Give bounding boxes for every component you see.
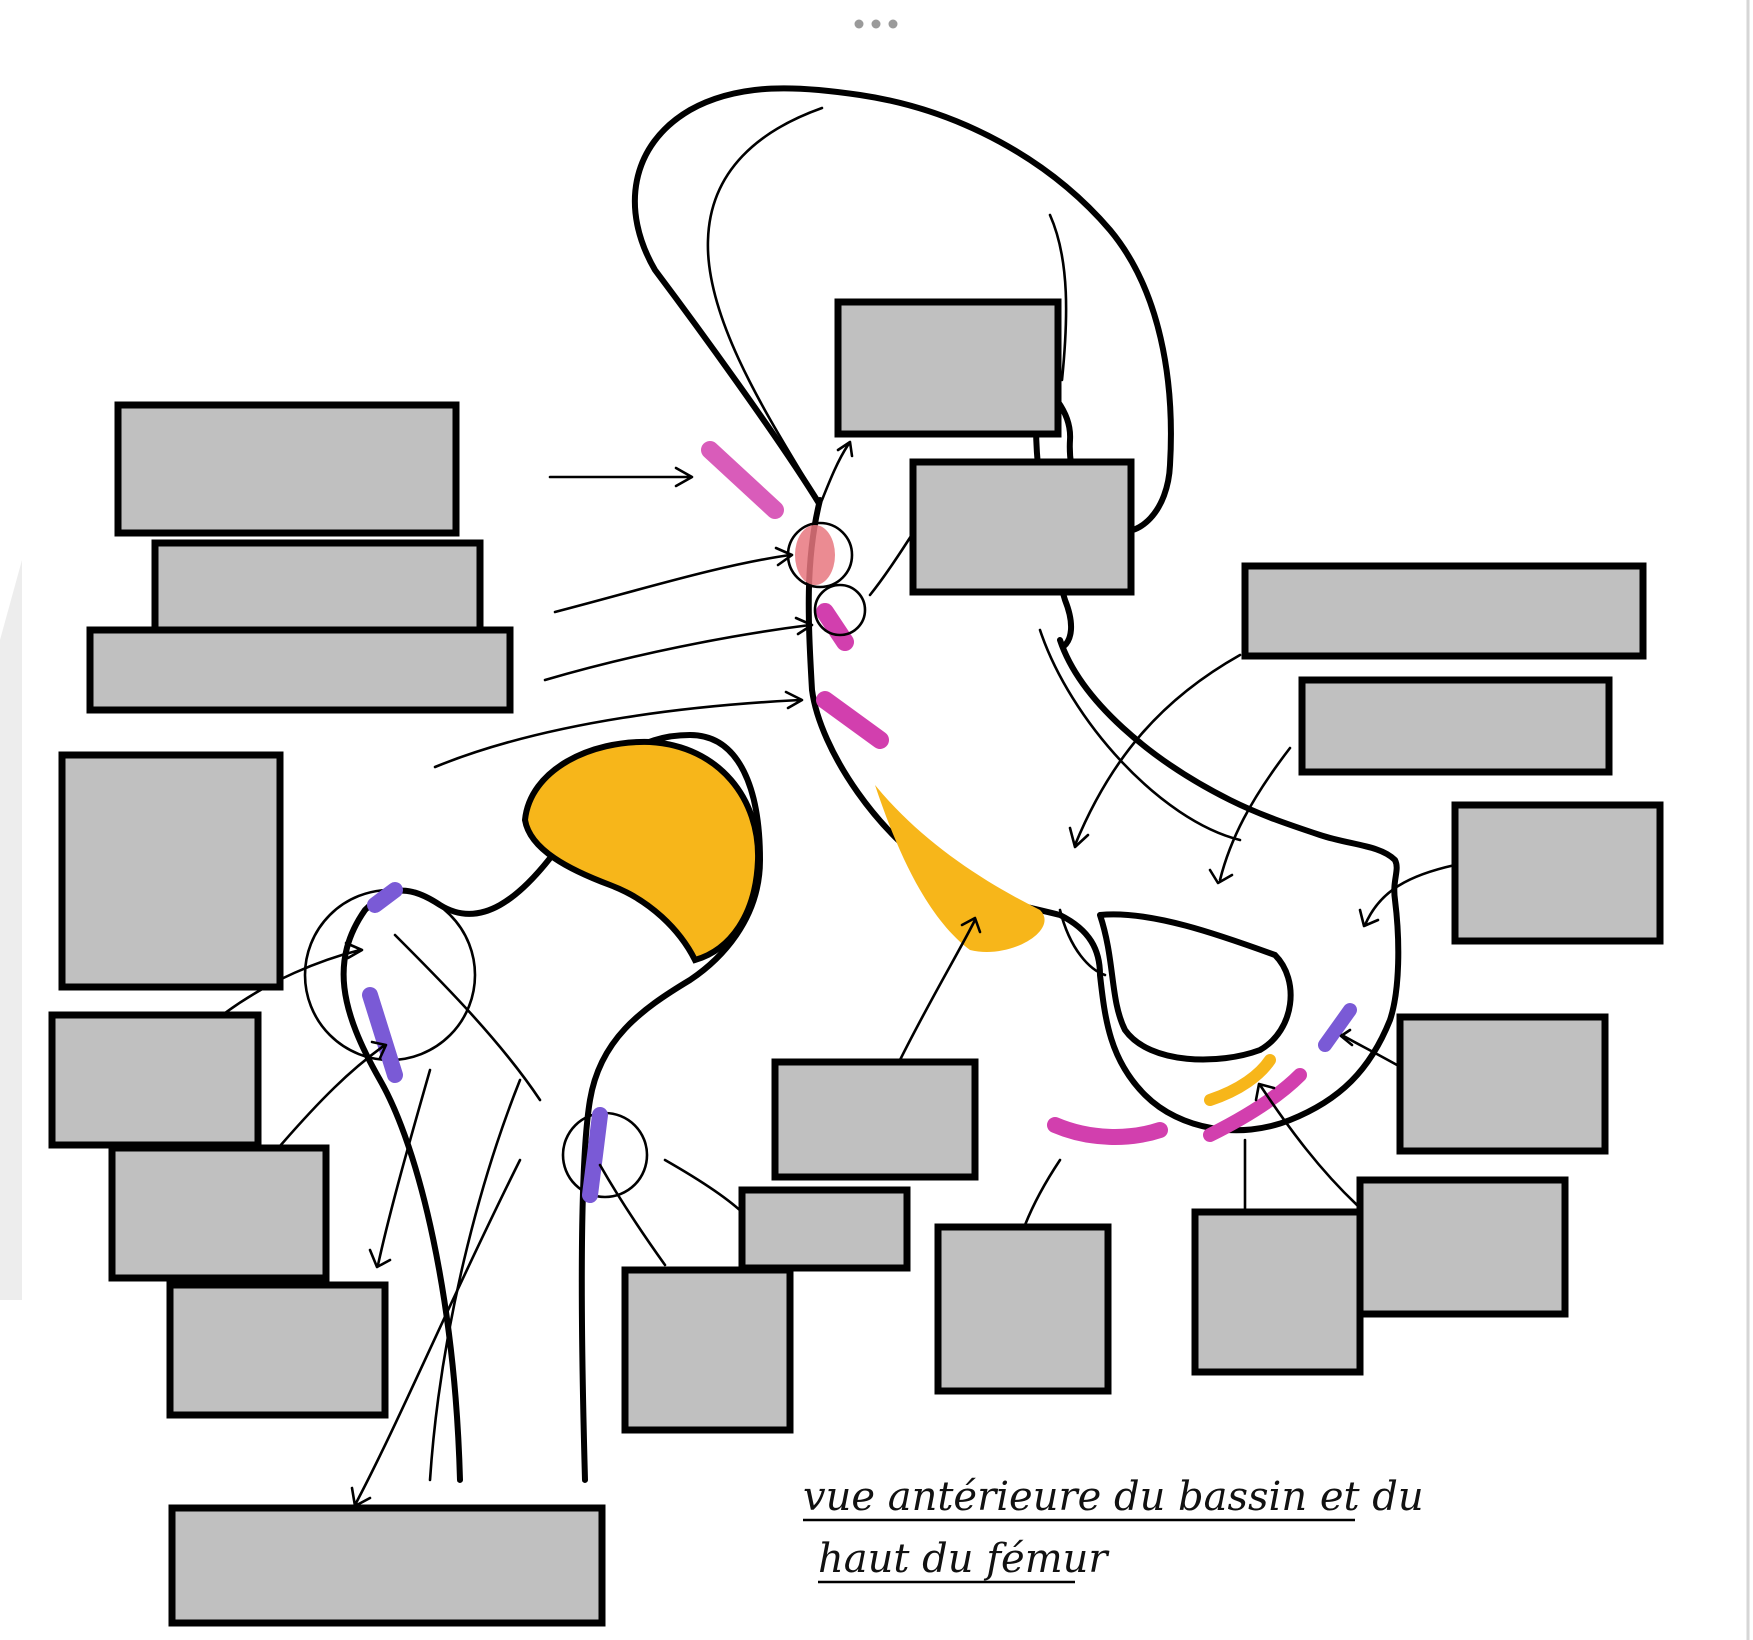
label-box-9 bbox=[834, 298, 1062, 438]
acetabulum-cartilage bbox=[875, 785, 1045, 952]
insertion-lt-violet bbox=[582, 1107, 608, 1203]
label-box-19 bbox=[738, 1186, 911, 1272]
label-box-7 bbox=[166, 1281, 389, 1419]
ant-inf-spine-circle bbox=[813, 583, 867, 637]
insertion-aiis-magenta bbox=[816, 603, 854, 651]
label-box-1 bbox=[114, 401, 460, 537]
label-box-15 bbox=[1356, 1176, 1569, 1318]
insertion-ischial-violet bbox=[1318, 1003, 1357, 1052]
ischial-line bbox=[1058, 908, 1107, 977]
caption-line-1: vue antérieure du bassin et du bbox=[803, 1474, 1424, 1520]
label-box-20 bbox=[621, 1266, 794, 1434]
insertion-ischium-magenta bbox=[1047, 1117, 1168, 1145]
obturator-foramen bbox=[1097, 911, 1294, 1063]
insertion-pubic-orange bbox=[1204, 1054, 1276, 1106]
trochanter-inner-line bbox=[393, 933, 542, 1102]
insertion-spine-pink bbox=[795, 525, 835, 585]
label-box-18 bbox=[771, 1058, 979, 1181]
page-edge-shadow bbox=[0, 560, 22, 1300]
insertion-pubic-magenta bbox=[1203, 1068, 1307, 1142]
label-box-6 bbox=[108, 1144, 330, 1282]
label-box-16 bbox=[1191, 1208, 1364, 1376]
label-box-12 bbox=[1298, 676, 1613, 776]
intertrochanteric-line bbox=[428, 1078, 522, 1482]
leader-arrows bbox=[223, 440, 1457, 1508]
label-box-11 bbox=[1241, 562, 1647, 660]
label-box-5 bbox=[48, 1011, 262, 1149]
label-box-3 bbox=[86, 626, 514, 714]
label-box-2 bbox=[151, 539, 484, 635]
label-box-13 bbox=[1451, 801, 1664, 945]
iliac-crest-inner-lip bbox=[706, 106, 824, 502]
label-box-8 bbox=[168, 1504, 606, 1627]
caption-line-2: haut du fémur bbox=[818, 1536, 1110, 1582]
insertion-marks bbox=[362, 441, 1357, 1203]
femoral-head-cartilage bbox=[521, 738, 762, 964]
label-box-10 bbox=[909, 458, 1135, 596]
insertion-ias-magenta bbox=[701, 441, 784, 519]
diagram-caption: vue antérieure du bassin et du haut du f… bbox=[803, 1474, 1424, 1584]
label-box-14 bbox=[1396, 1013, 1609, 1155]
insertion-pubis-magenta bbox=[816, 691, 889, 749]
label-box-17 bbox=[934, 1223, 1112, 1395]
insertion-gt-violet-1 bbox=[367, 882, 403, 913]
more-horizontal-icon[interactable] bbox=[854, 19, 898, 29]
label-box-4 bbox=[58, 751, 284, 991]
label-boxes bbox=[48, 298, 1664, 1627]
sacroiliac-margin bbox=[1048, 213, 1068, 382]
insertion-gt-violet-2 bbox=[362, 987, 403, 1083]
